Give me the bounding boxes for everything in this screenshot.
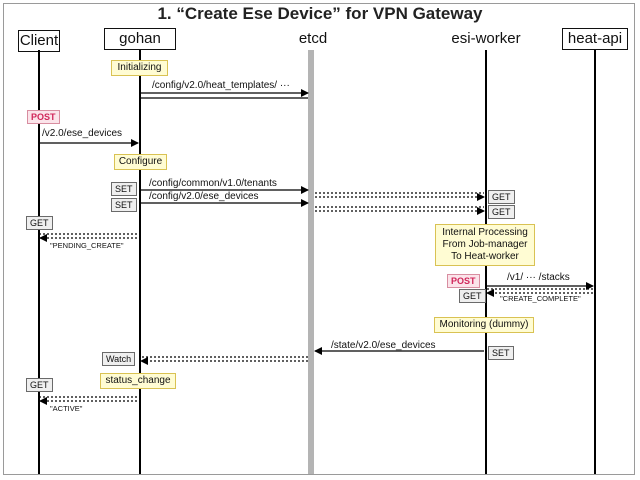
tag-get-client-1: GET (26, 216, 53, 230)
msg-heat-templates: /config/v2.0/heat_templates/ ··· (152, 80, 290, 91)
tag-get-client-2: GET (26, 378, 53, 392)
tag-set-devices: SET (111, 198, 137, 212)
msg-state-ese-devices: /state/v2.0/ese_devices (331, 340, 436, 351)
note-monitoring: Monitoring (dummy) (434, 317, 534, 333)
actor-esi-worker: esi-worker (446, 28, 526, 50)
lifeline-gohan (139, 50, 141, 474)
actor-etcd: etcd (283, 28, 343, 50)
diagram-frame (3, 3, 635, 475)
msg-common-tenants: /config/common/v1.0/tenants (149, 178, 277, 189)
msg-create-complete: "CREATE_COMPLETE" (500, 294, 581, 303)
msg-ese-devices-post: /v2.0/ese_devices (42, 128, 123, 139)
diagram-title: 1. “Create Ese Device” for VPN Gateway (157, 4, 483, 23)
note-internal-processing-line-2: From Job-manager (442, 239, 528, 250)
msg-stacks: /v1/ ··· /stacks (507, 272, 570, 283)
actor-gohan: gohan (104, 28, 176, 50)
note-internal-processing-line-1: Internal Processing (442, 227, 528, 238)
tag-get-worker-1: GET (488, 190, 515, 204)
tag-post-worker: POST (447, 274, 480, 288)
msg-config-ese-devices: /config/v2.0/ese_devices (149, 191, 259, 202)
msg-pending-create: "PENDING_CREATE" (50, 241, 124, 250)
note-internal-processing-line-3: To Heat-worker (451, 251, 519, 262)
note-status-change: status_change (100, 373, 176, 389)
tag-set-state: SET (488, 346, 514, 360)
note-internal-processing: Internal Processing From Job-manager To … (435, 224, 535, 266)
note-initializing: Initializing (111, 60, 168, 76)
note-configure: Configure (114, 154, 167, 170)
msg-active: "ACTIVE" (50, 404, 83, 413)
tag-watch: Watch (102, 352, 136, 366)
tag-post-client: POST (27, 110, 60, 124)
lifeline-etcd (308, 50, 314, 474)
tag-set-tenants: SET (111, 182, 137, 196)
actor-heat-api: heat-api (562, 28, 628, 50)
lifeline-client (38, 50, 40, 474)
tag-get-worker-3: GET (459, 289, 486, 303)
tag-get-worker-2: GET (488, 205, 515, 219)
lifeline-heat-api (594, 50, 596, 474)
